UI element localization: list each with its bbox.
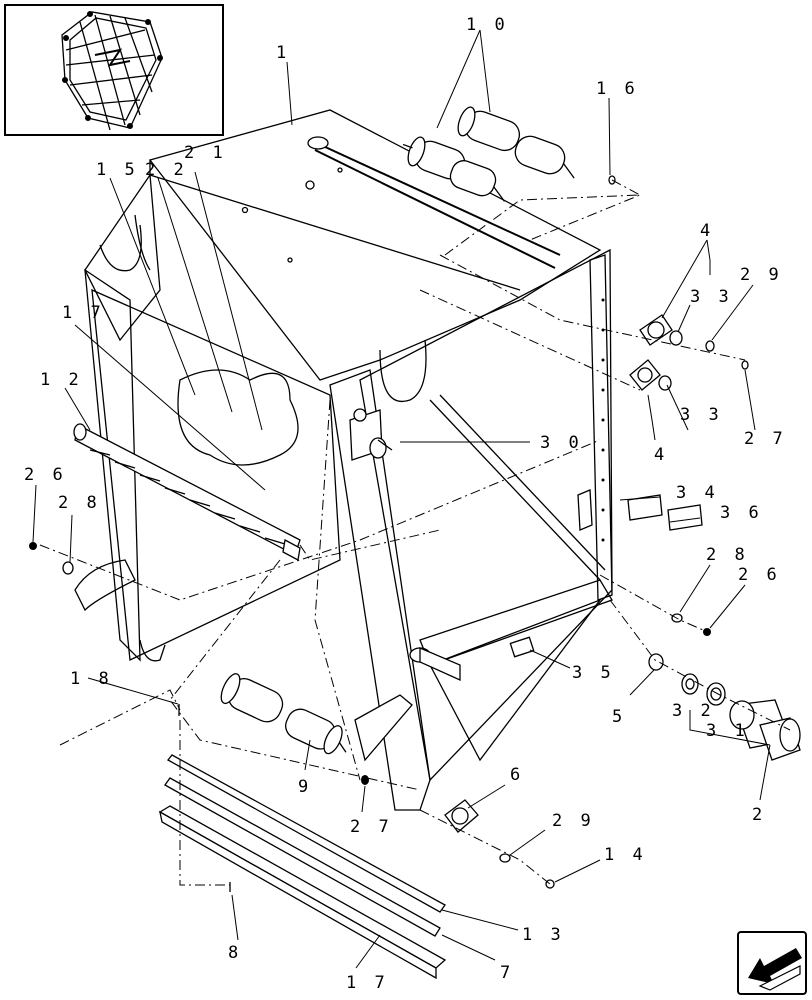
- next-page-arrow-icon[interactable]: [737, 931, 807, 995]
- label-part-17-upper: 1 7: [62, 303, 105, 323]
- main-frame-part: [74, 109, 613, 811]
- roller-part-2: [729, 699, 801, 761]
- tine-bar-part: [73, 423, 301, 561]
- thumbnail-inset: [4, 4, 224, 136]
- label-part-32: 3 2: [672, 701, 715, 721]
- label-part-14: 1 4: [604, 845, 647, 865]
- bearing-part-6: [444, 799, 479, 833]
- washer-28-left: [62, 561, 74, 575]
- label-part-13: 1 3: [522, 925, 565, 945]
- label-part-28-left: 2 8: [58, 493, 101, 513]
- label-part-12: 1 2: [40, 370, 83, 390]
- washer-29-lower: [499, 853, 511, 863]
- bearing-upper: [639, 314, 715, 352]
- label-part-4-lower: 4: [654, 445, 668, 465]
- leader-lines: [32, 29, 771, 969]
- rollers-part-10: [402, 106, 575, 202]
- bearing-part-31: [706, 682, 726, 706]
- label-part-18: 1 8: [70, 669, 113, 689]
- label-part-29-upper: 2 9: [740, 265, 783, 285]
- strip-part-7: [164, 777, 441, 937]
- angle-part-8: [158, 805, 447, 980]
- label-part-27-upper: 2 7: [744, 429, 787, 449]
- label-part-22: 2 2: [145, 160, 188, 180]
- label-part-8: 1 7: [346, 973, 389, 993]
- label-part-16: 1 6: [596, 79, 639, 99]
- label-part-28-right: 2 8: [706, 545, 749, 565]
- decal-36: [667, 504, 703, 531]
- callout-labels: 1 1 0 1 6 1 5 2 2 2 1 4 2 9 3 3 3 3 4 2 …: [24, 15, 787, 993]
- label-part-33-upper: 3 3: [690, 287, 733, 307]
- label-part-10: 1 0: [466, 15, 509, 35]
- label-part-29-lower: 2 9: [552, 811, 595, 831]
- label-part-26-left: 2 6: [24, 465, 67, 485]
- decal-34: [627, 494, 663, 521]
- label-part-30: 3 0: [540, 433, 583, 453]
- bearing-part-32: [681, 673, 699, 695]
- label-part-17-lower: 8: [228, 943, 242, 963]
- nut-27-upper: [741, 360, 749, 370]
- label-part-7: 7: [500, 963, 514, 983]
- label-part-34: 3 4: [676, 483, 719, 503]
- nut-26-left: [29, 542, 37, 550]
- rollers-part-9: [220, 673, 347, 755]
- label-part-9: 9: [298, 777, 312, 797]
- label-part-31: 3 1: [706, 721, 749, 741]
- label-part-2: 2: [752, 805, 766, 825]
- label-part-26-right: 2 6: [738, 565, 781, 585]
- label-part-6: 6: [510, 765, 524, 785]
- label-part-35: 3 5: [572, 663, 615, 683]
- label-part-1: 1: [276, 43, 290, 63]
- baler-thumbnail-icon: [61, 11, 163, 131]
- label-part-4-upper: 4: [700, 221, 714, 241]
- label-part-27-lower: 2 7: [350, 817, 393, 837]
- assembly-centerlines: [39, 179, 791, 886]
- label-part-5: 5: [612, 707, 626, 727]
- strip-part-13: [167, 754, 446, 913]
- label-part-21: 2 1: [184, 143, 227, 163]
- post-holes: [601, 298, 605, 542]
- label-part-33-lower: 3 3: [680, 405, 723, 425]
- label-part-36: 3 6: [720, 503, 763, 523]
- label-part-15: 1 5: [96, 160, 139, 180]
- bearing-lower: [629, 359, 672, 391]
- bearing-part-5: [648, 653, 664, 671]
